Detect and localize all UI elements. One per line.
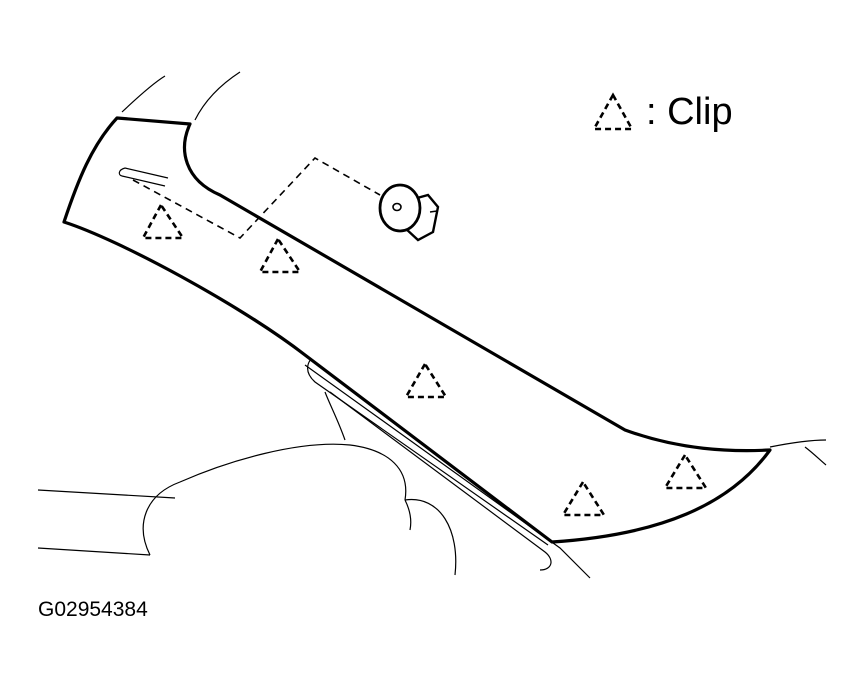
legend: : Clip [590,88,733,136]
figure-code: G02954384 [38,598,148,621]
legend-label: : Clip [646,90,733,133]
panel-slot [118,167,169,187]
grommet-fastener [378,183,440,242]
leader-line [132,156,381,239]
pillar-garnish [62,116,772,544]
clip-legend-icon [591,92,635,131]
